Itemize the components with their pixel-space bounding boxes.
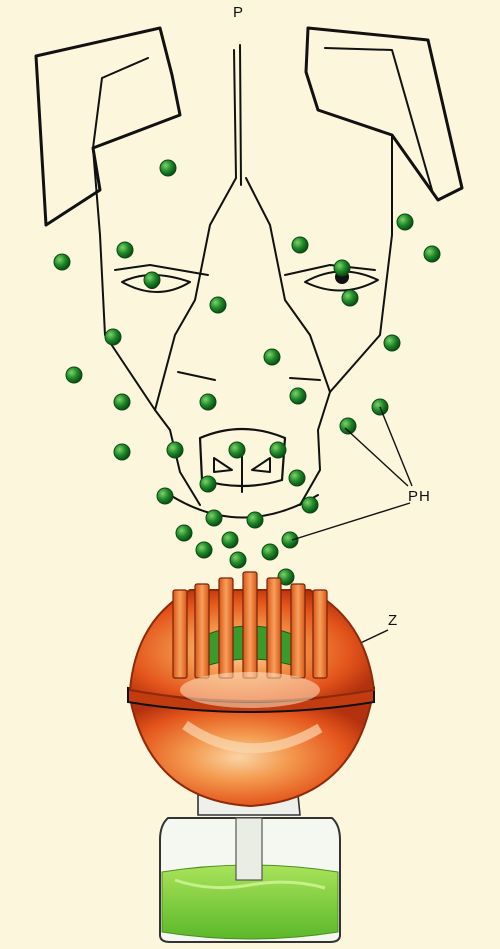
pheromone-droplet-icon bbox=[54, 254, 70, 270]
plug-in-diffuser-icon bbox=[128, 572, 374, 942]
pheromone-particles bbox=[54, 160, 440, 585]
diffuser-fin bbox=[313, 590, 327, 678]
head-left-side bbox=[93, 148, 200, 505]
label-device: Z bbox=[388, 612, 398, 629]
diffuser-fin bbox=[195, 584, 209, 678]
pheromone-droplet-icon bbox=[167, 442, 183, 458]
diffuser-fin bbox=[173, 590, 187, 678]
pheromone-droplet-icon bbox=[200, 394, 216, 410]
pheromone-droplet-icon bbox=[160, 160, 176, 176]
pheromone-droplet-icon bbox=[292, 237, 308, 253]
diffuser-fin bbox=[291, 584, 305, 678]
label-particles: PH bbox=[408, 488, 431, 505]
diffuser-fin bbox=[243, 572, 257, 678]
pheromone-droplet-icon bbox=[157, 488, 173, 504]
pheromone-droplet-icon bbox=[200, 476, 216, 492]
head-right-side bbox=[300, 135, 392, 505]
pheromone-droplet-icon bbox=[282, 532, 298, 548]
pheromone-droplet-icon bbox=[290, 388, 306, 404]
pheromone-droplet-icon bbox=[144, 272, 160, 288]
pheromone-droplet-icon bbox=[196, 542, 212, 558]
pheromone-droplet-icon bbox=[334, 260, 350, 276]
pheromone-droplet-icon bbox=[384, 335, 400, 351]
right-ear bbox=[306, 28, 462, 200]
pheromone-droplet-icon bbox=[105, 329, 121, 345]
pheromone-droplet-icon bbox=[176, 525, 192, 541]
pheromone-droplet-icon bbox=[230, 552, 246, 568]
pheromone-droplet-icon bbox=[397, 214, 413, 230]
pheromone-droplet-icon bbox=[229, 442, 245, 458]
pheromone-droplet-icon bbox=[210, 297, 226, 313]
pheromone-droplet-icon bbox=[264, 349, 280, 365]
diffuser-fins bbox=[173, 572, 327, 678]
pheromone-droplet-icon bbox=[342, 290, 358, 306]
pheromone-droplet-icon bbox=[262, 544, 278, 560]
liquid-bottle bbox=[160, 795, 340, 942]
pheromone-droplet-icon bbox=[222, 532, 238, 548]
label-top: P bbox=[233, 4, 244, 21]
pheromone-droplet-icon bbox=[270, 442, 286, 458]
leader-ph-1 bbox=[345, 428, 408, 486]
pheromone-droplet-icon bbox=[424, 246, 440, 262]
pheromone-droplet-icon bbox=[114, 444, 130, 460]
forehead-line bbox=[240, 45, 241, 185]
mouth bbox=[170, 495, 318, 518]
pheromone-droplet-icon bbox=[117, 242, 133, 258]
pheromone-droplet-icon bbox=[114, 394, 130, 410]
diffuser-fin bbox=[267, 578, 281, 678]
dog-head-outline-icon bbox=[36, 28, 462, 518]
left-ear-inner bbox=[93, 58, 148, 148]
diffuser-fin bbox=[219, 578, 233, 678]
pheromone-droplet-icon bbox=[247, 512, 263, 528]
left-ear bbox=[36, 28, 180, 225]
pheromone-droplet-icon bbox=[206, 510, 222, 526]
pheromone-droplet-icon bbox=[66, 367, 82, 383]
pheromone-droplet-icon bbox=[302, 497, 318, 513]
pheromone-droplet-icon bbox=[289, 470, 305, 486]
